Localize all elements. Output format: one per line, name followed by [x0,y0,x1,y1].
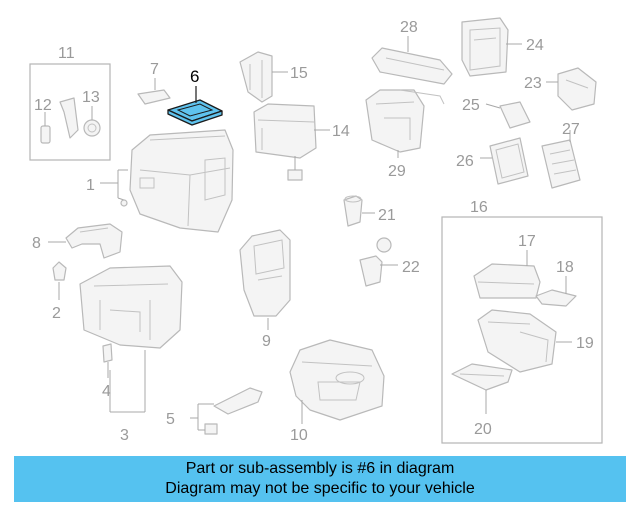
info-banner: Part or sub-assembly is #6 in diagram Di… [14,456,626,502]
callout-15: 15 [290,65,308,82]
part-28[interactable] [371,47,453,85]
part-4[interactable] [102,343,113,363]
callout-17: 17 [518,233,536,250]
part-14[interactable] [253,103,317,181]
callout-21: 21 [378,207,396,224]
callout-13: 13 [82,89,100,106]
callout-22: 22 [402,259,420,276]
callout-25: 25 [462,97,480,114]
part-18[interactable] [535,289,577,307]
callout-24: 24 [526,37,544,54]
part-26[interactable] [489,137,529,185]
callout-19: 19 [576,335,594,352]
callout-20: 20 [474,421,492,438]
callout-29: 29 [388,163,406,180]
callout-12: 12 [34,97,52,114]
callout-7: 7 [150,61,159,78]
part-17[interactable] [473,263,541,299]
part-23[interactable] [557,67,597,111]
callout-8: 8 [32,235,41,252]
callout-28: 28 [400,19,418,36]
part-20[interactable] [451,363,513,391]
part-22[interactable] [359,237,392,287]
callout-26: 26 [456,153,474,170]
part-2[interactable] [52,261,67,281]
callout-2: 2 [52,305,61,322]
part-29[interactable] [365,89,445,153]
part-25[interactable] [499,101,531,129]
callout-27: 27 [562,121,580,138]
part-21[interactable] [343,195,363,227]
part-7[interactable] [137,89,171,105]
callout-18: 18 [556,259,574,276]
part-19[interactable] [477,309,557,373]
callout-4: 4 [102,383,111,400]
group-box-16 [441,216,603,444]
part-24[interactable] [461,17,509,77]
callout-11: 11 [58,45,75,62]
part-6-highlighted[interactable] [167,99,223,126]
banner-line-2: Diagram may not be specific to your vehi… [165,480,475,497]
callout-16: 16 [470,199,488,216]
part-13[interactable] [83,119,101,137]
banner-line-1: Part or sub-assembly is #6 in diagram [185,460,455,477]
callout-23: 23 [524,75,542,92]
part-9[interactable] [239,229,291,317]
callout-14: 14 [332,123,350,140]
part-8[interactable] [65,223,123,259]
part-10[interactable] [289,339,385,421]
exploded-parts-diagram: 1 2 3 4 5 6 7 8 9 10 11 12 13 14 15 16 1… [29,17,603,444]
part-15[interactable] [239,51,273,103]
part-12[interactable] [40,97,79,144]
callout-9: 9 [262,333,271,350]
part-3[interactable] [79,265,183,349]
group-box-11 [29,63,111,161]
callout-1: 1 [86,177,95,194]
callout-5: 5 [166,411,175,428]
callout-6: 6 [190,67,199,86]
part-1[interactable] [129,129,234,233]
part-27[interactable] [541,139,581,189]
part-5[interactable] [204,387,263,435]
callout-3: 3 [120,427,129,444]
callout-10: 10 [290,427,308,444]
